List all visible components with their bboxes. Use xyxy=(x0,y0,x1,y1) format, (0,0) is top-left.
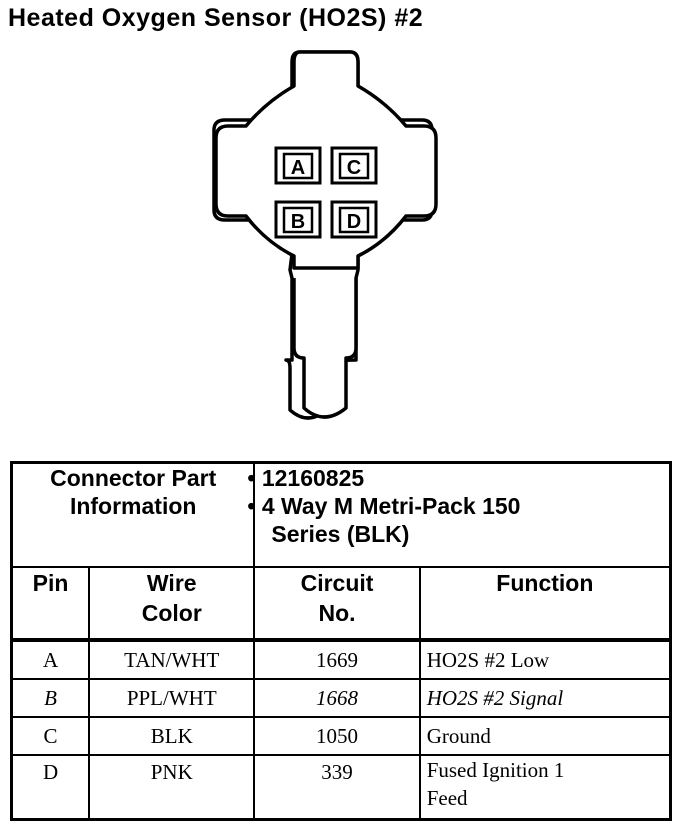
circuit-cell: 339 xyxy=(253,754,421,821)
connector-type: • 4 Way M Metri-Pack 150 xyxy=(247,493,521,519)
table-row: A TAN/WHT 1669 HO2S #2 Low xyxy=(10,638,672,680)
part-info-header-line: Information xyxy=(69,493,197,519)
circuit-cell: 1050 xyxy=(253,716,421,756)
circuit-cell: 1669 xyxy=(253,638,421,680)
function-line: Feed xyxy=(426,786,468,810)
page-title: Heated Oxygen Sensor (HO2S) #2 xyxy=(8,4,424,32)
pin-c-cavity: C xyxy=(330,146,378,185)
function-column-header: Function xyxy=(418,566,672,641)
wire-color-column-header: Wire Color xyxy=(88,566,256,641)
table-row: C BLK 1050 Ground xyxy=(10,716,672,756)
function-line: Fused Ignition 1 xyxy=(426,758,565,782)
wire-color-cell: TAN/WHT xyxy=(88,638,256,680)
pin-d-cavity: D xyxy=(330,200,378,239)
pin-cell: C xyxy=(10,716,91,756)
pin-b-cavity: B xyxy=(274,200,322,239)
function-cell: HO2S #2 Signal xyxy=(418,678,672,718)
pin-cell: A xyxy=(10,638,91,680)
wire-color-cell: PNK xyxy=(88,754,256,821)
circuit-column-header: Circuit No. xyxy=(253,566,421,641)
connector-tail xyxy=(292,278,358,419)
pin-c-label: C xyxy=(347,157,361,179)
wire-color-cell: BLK xyxy=(88,716,256,756)
function-cell: Ground xyxy=(418,716,672,756)
pin-cell: B xyxy=(10,678,91,718)
circuit-cell: 1668 xyxy=(253,678,421,718)
pin-b-label: B xyxy=(291,211,305,233)
pin-column-header: Pin xyxy=(10,566,91,641)
function-cell: Fused Ignition 1 Feed xyxy=(418,754,672,821)
part-info-header: Connector Part Information xyxy=(10,461,256,568)
pinout-table: Connector Part Information • 12160825 • … xyxy=(10,461,672,821)
part-info-header-line: Connector Part xyxy=(50,465,217,491)
part-info-details: • 12160825 • 4 Way M Metri-Pack 150 Seri… xyxy=(247,461,672,568)
column-header-row: Pin Wire Color Circuit No. Function xyxy=(10,566,672,641)
wire-color-cell: PPL/WHT xyxy=(88,678,256,718)
pin-a-label: A xyxy=(291,157,305,179)
part-info-row: Connector Part Information • 12160825 • … xyxy=(10,461,672,568)
table-row: B PPL/WHT 1668 HO2S #2 Signal xyxy=(10,678,672,718)
pin-d-label: D xyxy=(347,211,361,233)
connector-series: Series (BLK) xyxy=(271,521,410,547)
connector-diagram: A C B D xyxy=(212,50,438,420)
function-cell: HO2S #2 Low xyxy=(418,638,672,680)
pin-a-cavity: A xyxy=(274,146,322,185)
part-number: • 12160825 xyxy=(247,465,365,491)
connector-body xyxy=(214,50,438,270)
pin-cell: D xyxy=(10,754,91,821)
table-row: D PNK 339 Fused Ignition 1 Feed xyxy=(10,754,672,821)
